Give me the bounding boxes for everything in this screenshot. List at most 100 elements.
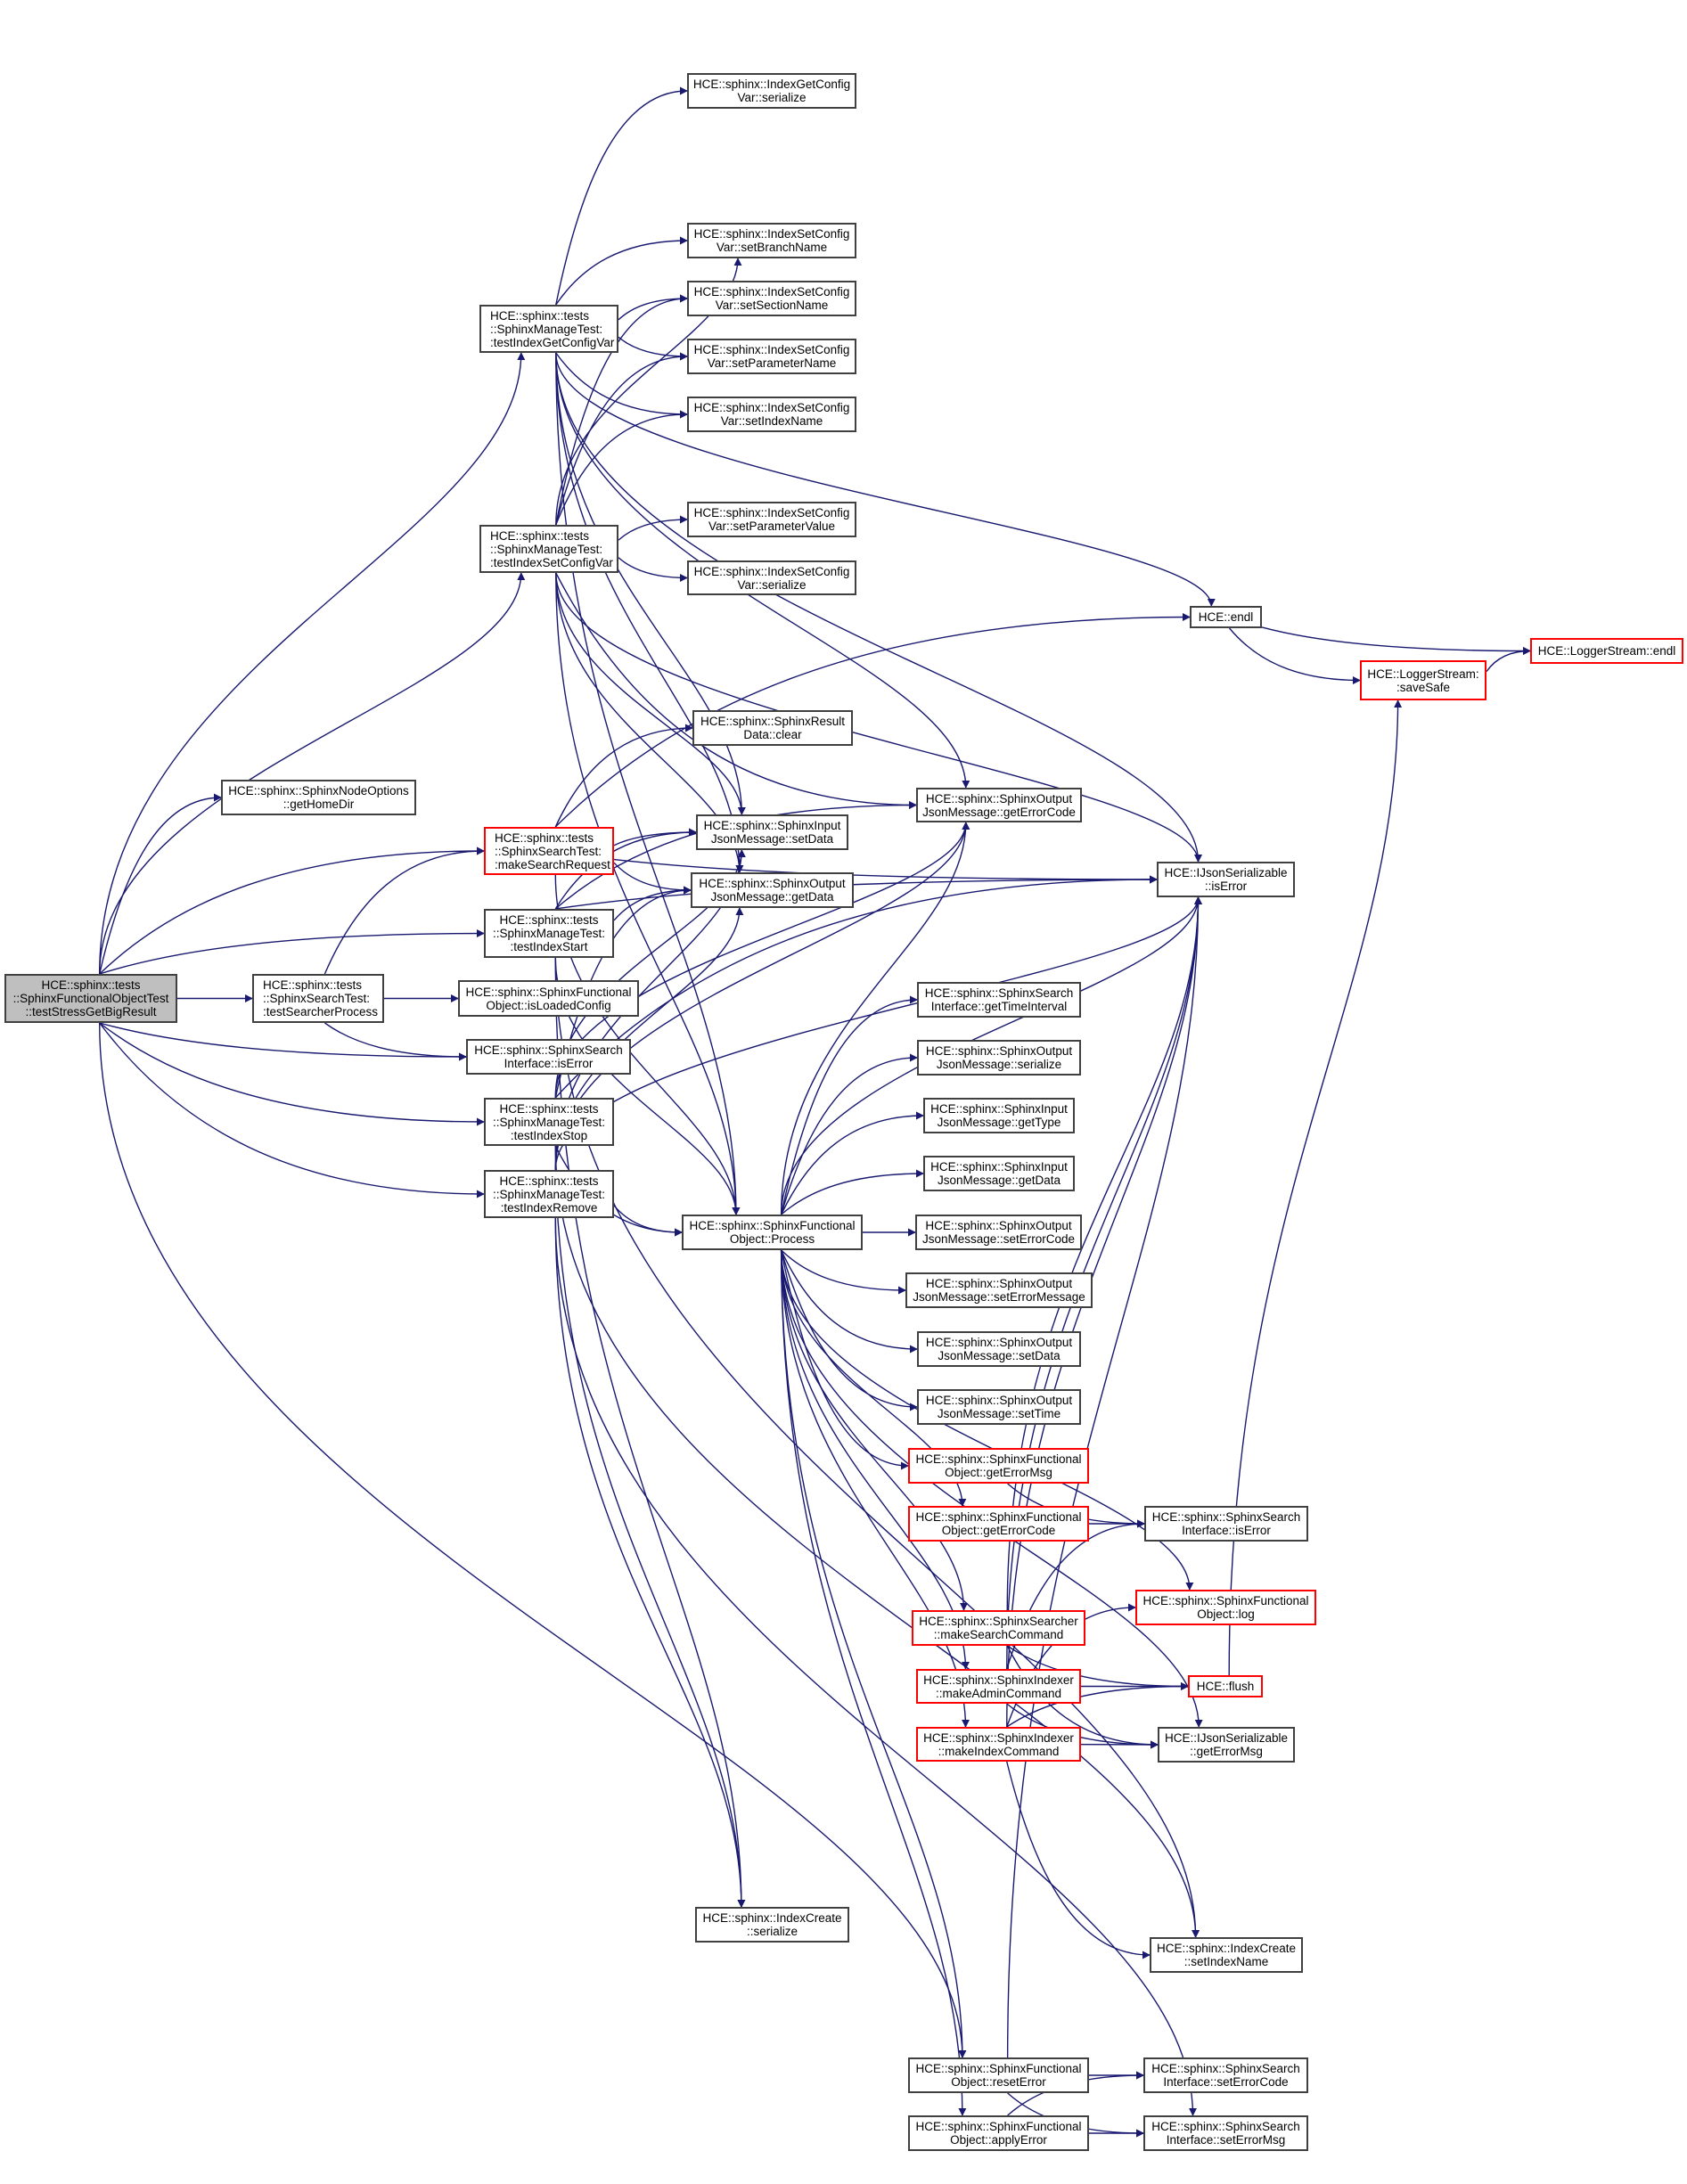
node-label-line: HCE::sphinx::IndexSetConfig bbox=[693, 401, 850, 414]
node-label-line: HCE::sphinx::SphinxInput bbox=[703, 819, 841, 832]
node-test-index-remove[interactable]: HCE::sphinx::tests::SphinxManageTest::te… bbox=[484, 1170, 614, 1218]
node-test-index-start[interactable]: HCE::sphinx::tests::SphinxManageTest::te… bbox=[484, 909, 614, 958]
edge-flush-to-saveSafe bbox=[1228, 699, 1403, 1676]
node-label-line: ::SphinxFunctionalObjectTest bbox=[12, 992, 169, 1005]
edge-process-to-foLog bbox=[780, 1249, 1194, 1591]
edge-process-to-resetError bbox=[780, 1249, 967, 2058]
edge-testIndexRemove-to-process bbox=[613, 1205, 683, 1237]
edge-testIndexGetConfigVar-to-endl bbox=[555, 352, 1216, 607]
node-label-line: HCE::sphinx::SphinxSearch bbox=[474, 1043, 623, 1057]
node-label-line: ::getErrorMsg bbox=[1190, 1745, 1263, 1758]
node-label-line: :saveSafe bbox=[1396, 680, 1451, 694]
node-label-line: ::SphinxManageTest: bbox=[490, 322, 603, 336]
edge-makeAdminCommand-to-ssiIsErrorRight bbox=[1006, 1519, 1145, 1670]
node-label-line: HCE::LoggerStream: bbox=[1367, 667, 1479, 681]
node-make-search-command[interactable]: HCE::sphinx::SphinxSearcher::makeSearchC… bbox=[912, 1610, 1085, 1646]
node-label-line: HCE::sphinx::SphinxSearch bbox=[1151, 2062, 1300, 2075]
node-ic-serialize[interactable]: HCE::sphinx::IndexCreate::serialize bbox=[695, 1907, 849, 1943]
node-label-line: ::getHomeDir bbox=[283, 798, 355, 811]
edge-root-to-makeSearchRequest bbox=[99, 847, 485, 975]
node-label-line: HCE::sphinx::SphinxSearcher bbox=[919, 1615, 1078, 1628]
node-label-line: HCE::sphinx::SphinxInput bbox=[930, 1102, 1068, 1116]
edge-process-to-inGetData bbox=[781, 1169, 924, 1215]
node-label-line: HCE::sphinx::SphinxOutput bbox=[925, 1336, 1073, 1349]
node-label-line: HCE::sphinx::SphinxSearch bbox=[1151, 1510, 1301, 1524]
node-test-index-stop[interactable]: HCE::sphinx::tests::SphinxManageTest::te… bbox=[484, 1098, 614, 1146]
node-ijs-get-error-msg[interactable]: HCE::IJsonSerializable::getErrorMsg bbox=[1158, 1727, 1295, 1763]
node-ic-set-index-name[interactable]: HCE::sphinx::IndexCreate::setIndexName bbox=[1150, 1937, 1303, 1973]
node-label-line: Var::setBranchName bbox=[716, 241, 828, 254]
node-label-line: HCE::sphinx::IndexCreate bbox=[1156, 1942, 1297, 1955]
node-label-line: HCE::sphinx::SphinxFunctional bbox=[915, 2062, 1082, 2075]
node-label-line: :makeSearchRequest bbox=[495, 857, 610, 871]
node-label-line: Interface::setErrorCode bbox=[1163, 2075, 1289, 2089]
node-ls-endl[interactable]: HCE::LoggerStream::endl bbox=[1530, 638, 1683, 664]
node-label-line: ::testStressGetBigResult bbox=[25, 1005, 157, 1018]
edge-testIndexRemove-to-ijsIsError bbox=[554, 896, 1202, 1171]
node-label-line: ::isError bbox=[1204, 879, 1248, 893]
node-ijs-is-error[interactable]: HCE::IJsonSerializable::isError bbox=[1157, 862, 1295, 897]
node-test-searcher-process[interactable]: HCE::sphinx::tests::SphinxSearchTest::te… bbox=[252, 974, 384, 1023]
node-test-index-set-config-var[interactable]: HCE::sphinx::tests::SphinxManageTest::te… bbox=[479, 525, 618, 573]
node-label-line: ::makeIndexCommand bbox=[938, 1744, 1060, 1758]
node-endl[interactable]: HCE::endl bbox=[1190, 606, 1262, 628]
node-label-line: JsonMessage::setData bbox=[710, 832, 834, 846]
edge-testIndexSetConfigVar-to-iscvSetIndexName bbox=[555, 410, 688, 526]
node-make-search-request[interactable]: HCE::sphinx::tests::SphinxSearchTest::ma… bbox=[484, 827, 614, 875]
node-label-line: Object::log bbox=[1197, 1607, 1255, 1621]
node-save-safe[interactable]: HCE::LoggerStream::saveSafe bbox=[1360, 660, 1486, 700]
node-label-line: HCE::sphinx::SphinxFunctional bbox=[465, 985, 632, 999]
node-label-line: ::serialize bbox=[746, 1925, 798, 1938]
edge-process-to-foGetErrorMsg bbox=[780, 1249, 909, 1470]
node-label-line: HCE::sphinx::SphinxSearch bbox=[1151, 2120, 1300, 2133]
edge-testIndexStart-to-icSetIndexName bbox=[554, 957, 1200, 1938]
node-make-admin-command[interactable]: HCE::sphinx::SphinxIndexer::makeAdminCom… bbox=[916, 1669, 1081, 1704]
node-label-line: ::SphinxManageTest: bbox=[490, 542, 603, 556]
node-label-line: :testIndexStop bbox=[510, 1128, 588, 1142]
node-label-line: :testIndexStart bbox=[510, 940, 588, 953]
node-make-index-command[interactable]: HCE::sphinx::SphinxIndexer::makeIndexCom… bbox=[916, 1727, 1081, 1762]
edge-testIndexStop-to-icSerialize bbox=[554, 1145, 746, 1908]
node-label-line: Var::setIndexName bbox=[720, 414, 823, 428]
node-get-home-dir[interactable]: HCE::sphinx::SphinxNodeOptions::getHomeD… bbox=[221, 780, 416, 815]
node-test-index-get-config-var[interactable]: HCE::sphinx::tests::SphinxManageTest::te… bbox=[479, 305, 618, 353]
node-flush[interactable]: HCE::flush bbox=[1188, 1675, 1263, 1697]
node-label-line: Interface::getTimeInterval bbox=[930, 1000, 1068, 1013]
node-label-line: HCE::sphinx::IndexCreate bbox=[702, 1911, 842, 1925]
node-label-line: HCE::sphinx::tests bbox=[263, 978, 363, 992]
node-label-line: JsonMessage::setTime bbox=[937, 1407, 1061, 1420]
node-label-line: JsonMessage::setErrorCode bbox=[921, 1232, 1076, 1246]
node-label-line: HCE::sphinx::SphinxOutput bbox=[925, 791, 1073, 806]
node-root[interactable]: HCE::sphinx::tests::SphinxFunctionalObje… bbox=[4, 974, 177, 1023]
